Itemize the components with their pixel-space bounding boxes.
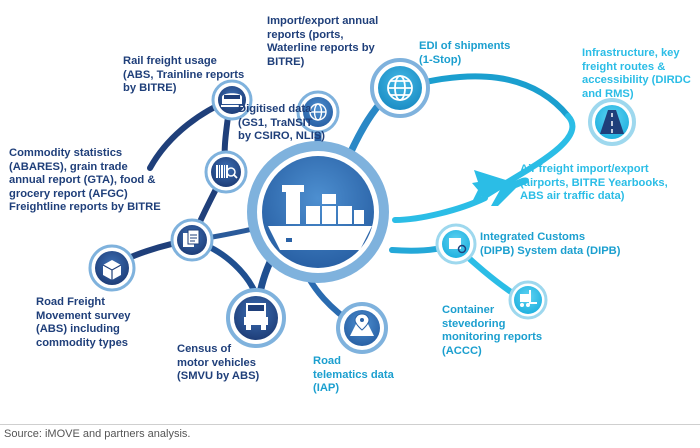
node-telematics bbox=[336, 302, 388, 354]
train-icon bbox=[221, 93, 243, 107]
label-road-survey: Road Freight Movement survey (ABS) inclu… bbox=[36, 296, 131, 349]
node-infrastructure bbox=[588, 98, 636, 146]
label-rail: Rail freight usage (ABS, Trainline repor… bbox=[123, 55, 245, 95]
label-edi: EDI of shipments (1-Stop) bbox=[419, 40, 511, 66]
node-customs bbox=[435, 223, 477, 265]
node-container bbox=[508, 280, 548, 320]
label-customs: Integrated Customs (DIPB) System data (D… bbox=[480, 231, 621, 257]
center-ship-node bbox=[247, 141, 389, 283]
node-digitised bbox=[204, 150, 248, 194]
label-infrastructure: Infrastructure, key freight routes & acc… bbox=[582, 47, 691, 100]
node-air bbox=[472, 170, 529, 206]
label-import-export: Import/export annual reports (ports, Wat… bbox=[267, 15, 379, 68]
source-note: Source: iMOVE and partners analysis. bbox=[4, 428, 191, 440]
node-commodity bbox=[170, 218, 214, 262]
node-import-export bbox=[296, 90, 340, 134]
node-edi bbox=[370, 58, 430, 118]
documents-icon bbox=[183, 229, 200, 247]
label-container: Container stevedoring monitoring reports… bbox=[442, 304, 543, 357]
label-telematics: Road telematics data (IAP) bbox=[313, 355, 394, 395]
airplane-icon bbox=[472, 170, 529, 206]
globe-icon bbox=[309, 103, 327, 121]
node-road-survey bbox=[88, 244, 136, 292]
cargo-ship-icon bbox=[268, 185, 372, 250]
forklift-icon bbox=[520, 290, 537, 307]
map-pin-icon bbox=[350, 313, 374, 336]
parcel-icon bbox=[102, 260, 122, 280]
globe-network-icon bbox=[387, 75, 413, 101]
road-icon bbox=[600, 110, 624, 134]
barcode-icon bbox=[216, 165, 238, 179]
label-census: Census of motor vehicles (SMVU by ABS) bbox=[177, 343, 260, 383]
node-rail bbox=[211, 79, 253, 121]
node-census bbox=[226, 288, 286, 348]
box-scan-icon bbox=[449, 238, 467, 254]
source-divider bbox=[0, 424, 700, 425]
truck-icon bbox=[244, 303, 268, 330]
label-digitised: Digitised data (GS1, TraNSIT by CSIRO, N… bbox=[238, 103, 326, 143]
label-commodity: Commodity statistics (ABARES), grain tra… bbox=[9, 147, 161, 214]
label-air: Air freight import/export (airports, BIT… bbox=[520, 163, 668, 203]
